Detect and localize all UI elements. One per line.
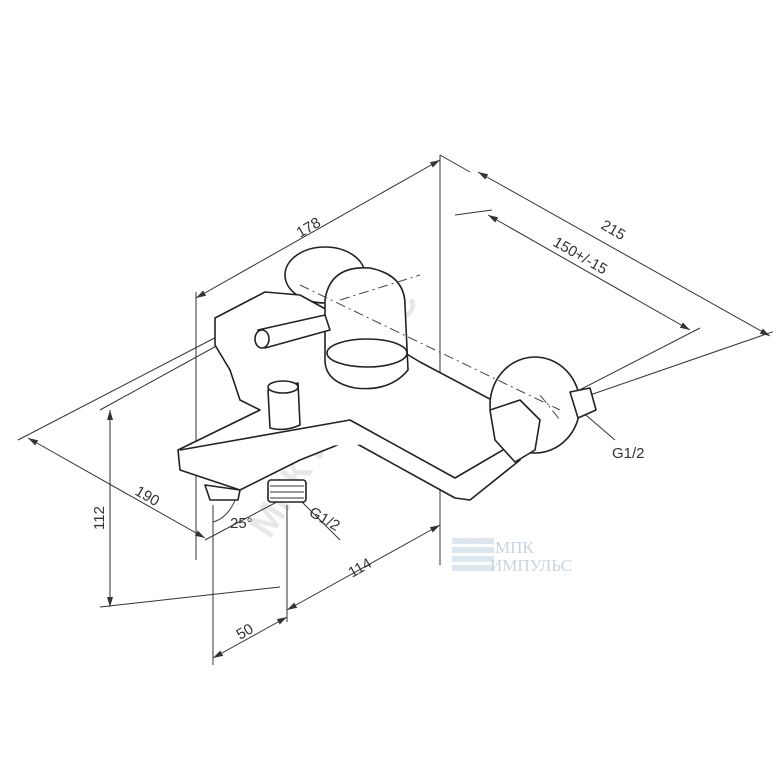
dim-178: 178 bbox=[294, 214, 324, 241]
dim-50: 50 bbox=[234, 620, 257, 643]
watermark-logo-line2: ИМПУЛЬС bbox=[490, 556, 572, 575]
dim-114: 114 bbox=[346, 555, 375, 582]
center-lines bbox=[299, 274, 561, 421]
faucet-body bbox=[177, 246, 597, 503]
extension-lines bbox=[17, 154, 773, 665]
dimension-lines bbox=[27, 159, 771, 659]
watermark-logo: МПК ИМПУЛЬС bbox=[452, 538, 572, 575]
dim-215: 215 bbox=[598, 217, 628, 244]
dim-112: 112 bbox=[91, 506, 108, 530]
dim-150: 150+/-15 bbox=[550, 234, 610, 279]
watermark-logo-line1: МПК bbox=[495, 538, 534, 557]
dim-190: 190 bbox=[132, 483, 162, 510]
dim-inlet-thread: G1/2 bbox=[612, 445, 645, 462]
dim-outlet-thread: G1/2 bbox=[306, 504, 343, 535]
dim-angle: 25° bbox=[230, 515, 253, 532]
